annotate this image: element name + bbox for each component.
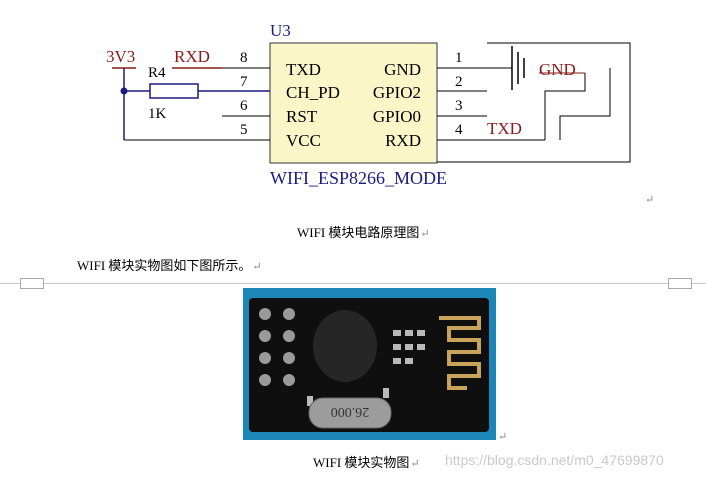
page-break-marker-left	[20, 278, 44, 289]
schematic-caption: WIFI 模块电路原理图↵	[297, 225, 430, 240]
page-break-marker-right	[668, 278, 692, 289]
pin-7-name: CH_PD	[286, 83, 340, 102]
resistor-ref: R4	[148, 65, 166, 81]
chip-body	[269, 42, 438, 164]
intro-text: WIFI 模块实物图如下图所示。↵	[77, 258, 262, 273]
paragraph-mark: ↵	[645, 194, 655, 206]
pin-8-num: 8	[240, 50, 248, 66]
chip-ref: U3	[270, 21, 291, 40]
pin-6-num: 6	[240, 98, 248, 114]
pin-1-name: GND	[384, 60, 421, 79]
txd-net-label: TXD	[487, 119, 522, 138]
rxd-net-label: RXD	[174, 47, 210, 66]
resistor-value: 1K	[148, 106, 167, 122]
pcb-antenna	[439, 316, 481, 390]
paragraph-mark: ↵	[498, 431, 508, 443]
pin-2-num: 2	[455, 74, 463, 90]
crystal-marking: 26.000	[331, 404, 370, 419]
pin-4-name: RXD	[385, 131, 421, 150]
crystal	[308, 397, 392, 429]
page-break-line	[0, 283, 706, 284]
resistor-body	[149, 83, 199, 99]
pin-header	[259, 308, 295, 386]
pin-4-num: 4	[455, 122, 463, 138]
pin-6-name: RST	[286, 107, 318, 126]
power-label: 3V3	[106, 47, 135, 66]
chip-part: WIFI_ESP8266_MODE	[270, 168, 447, 188]
pin-8-name: TXD	[286, 60, 321, 79]
pin-5-num: 5	[240, 122, 248, 138]
watermark: https://blog.csdn.net/m0_47699870	[445, 452, 664, 468]
module-photo: 26.000	[243, 288, 496, 440]
pin-3-num: 3	[455, 98, 463, 114]
shield-chip	[313, 310, 377, 382]
ground-symbol	[511, 46, 525, 90]
gnd-label: GND	[539, 60, 576, 79]
pin-7-num: 7	[240, 74, 248, 90]
photo-caption: WIFI 模块实物图↵	[313, 455, 420, 470]
esp8266-schematic: U3 WIFI_ESP8266_MODE 8 7 6 5 TXD CH_PD R…	[106, 21, 631, 188]
pin-2-name: GPIO2	[373, 83, 421, 102]
pin-3-name: GPIO0	[373, 107, 421, 126]
pin-1-num: 1	[455, 50, 463, 66]
pin-5-name: VCC	[286, 131, 321, 150]
